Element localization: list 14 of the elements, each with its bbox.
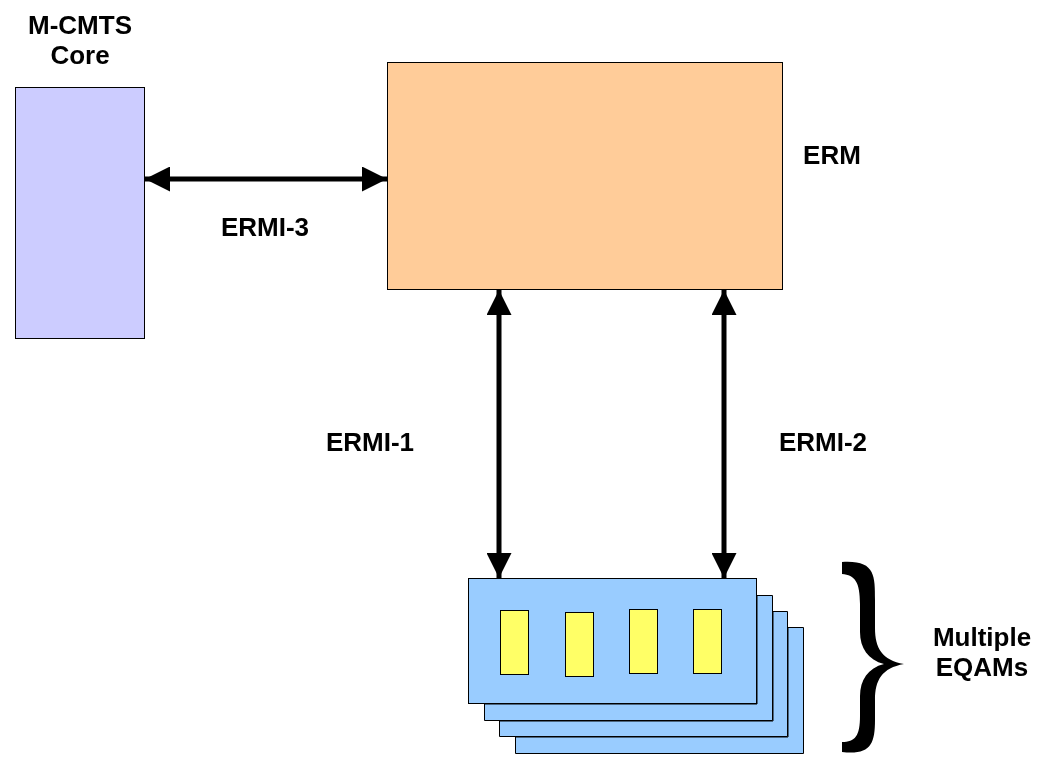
group-label: Multiple EQAMs <box>931 622 1033 682</box>
node-label: M-CMTS Core <box>27 10 133 70</box>
module-slot <box>565 612 594 677</box>
edge-label: ERMI-2 <box>777 427 869 457</box>
double-arrow <box>711 290 737 578</box>
module-slot <box>500 610 529 675</box>
module-slot <box>629 609 658 674</box>
node-label: ERM <box>802 140 862 170</box>
edge-label: ERMI-1 <box>324 427 416 457</box>
eqam-box <box>468 578 757 704</box>
double-arrow <box>145 166 387 192</box>
double-arrow <box>486 290 512 578</box>
edge-label: ERMI-3 <box>219 212 311 242</box>
module-slot <box>693 609 722 674</box>
